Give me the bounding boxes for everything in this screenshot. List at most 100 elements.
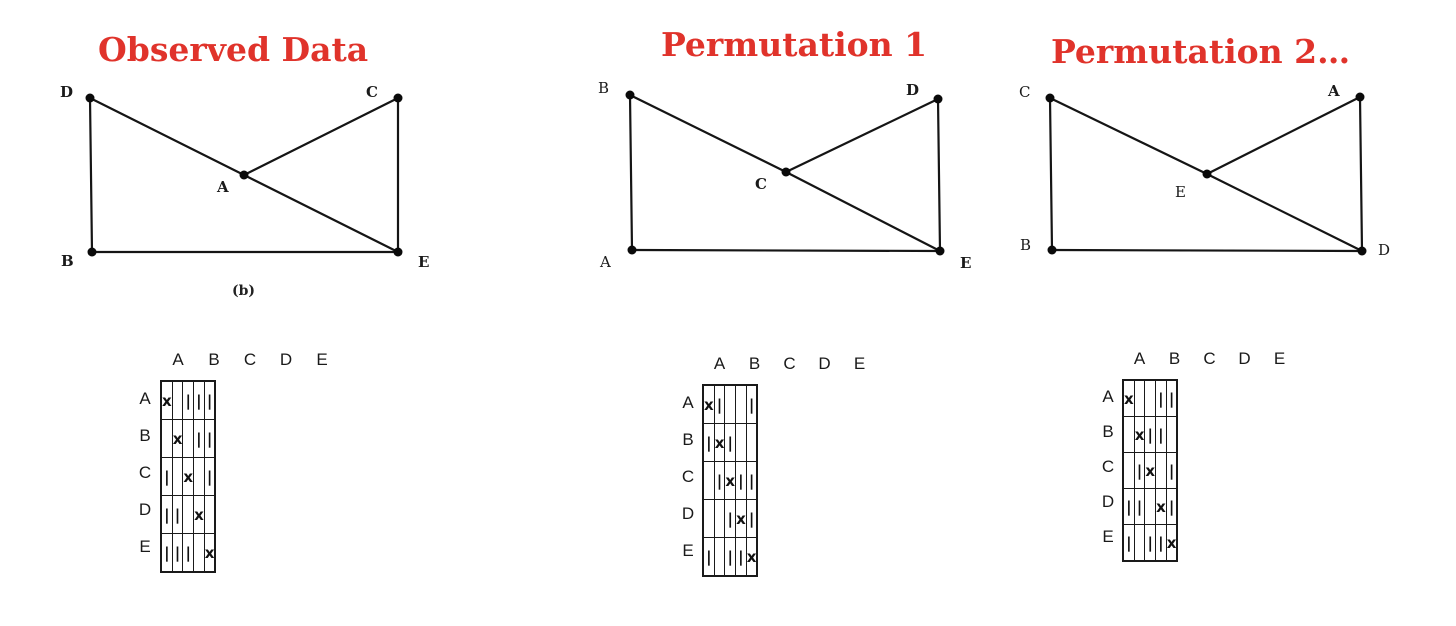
matrix-column-header: C <box>783 354 796 373</box>
matrix-cell <box>735 423 747 462</box>
matrix-row-header: D <box>681 503 695 523</box>
matrix-row-header: C <box>681 466 695 486</box>
matrix-cell <box>1133 379 1146 417</box>
matrix-cell <box>1155 452 1167 489</box>
edge-c-e <box>784 170 942 253</box>
matrix-cell: | <box>1165 379 1178 417</box>
title-permutation-2: Permutation 2… <box>1051 32 1351 71</box>
matrix-cell: x <box>1165 524 1178 562</box>
node-e <box>393 247 403 257</box>
matrix-row: |x| <box>1122 452 1178 489</box>
matrix-cell <box>1165 416 1178 453</box>
matrix-row-header: C <box>138 462 152 482</box>
matrix-cell: | <box>203 380 216 420</box>
matrix-cell: x <box>713 423 726 462</box>
edge-d-b <box>88 96 94 254</box>
matrix-cell: | <box>713 461 726 500</box>
matrix-cell: | <box>203 457 216 496</box>
edge-b-c <box>628 93 788 174</box>
matrix-row-header: A <box>139 388 151 408</box>
edge-b-a <box>628 93 634 252</box>
matrix-cell: | <box>1133 452 1146 489</box>
matrix-cell: | <box>1155 416 1167 453</box>
matrix-cell <box>735 384 747 424</box>
matrix-cell: | <box>735 537 747 577</box>
node-label-e: E <box>418 253 429 271</box>
matrix-row-header: B <box>682 429 694 449</box>
matrix-row: ||x| <box>1122 488 1178 525</box>
matrix-cell <box>713 499 726 538</box>
matrix-cell: | <box>1122 488 1135 525</box>
matrix-cell: x <box>735 499 747 538</box>
matrix-cell: | <box>1144 524 1157 562</box>
edge-c-e <box>1048 96 1209 176</box>
matrix-cell <box>171 457 184 496</box>
matrix-row-header: A <box>682 392 694 412</box>
matrix-cell: x <box>1122 379 1135 417</box>
matrix-cell: x <box>160 380 173 420</box>
matrix-cell: | <box>1144 416 1157 453</box>
matrix-column-header: B <box>748 354 761 373</box>
matrix-row-header: A <box>1102 386 1114 406</box>
matrix-cell: | <box>1133 488 1146 525</box>
matrix-cell: x <box>745 537 758 577</box>
matrix-row: ||x <box>160 495 216 534</box>
matrix-cell <box>713 537 726 577</box>
graph-observed-data: D C A B E <box>60 83 429 271</box>
matrix-row-header: C <box>1101 456 1115 476</box>
matrix-row: |||x <box>1122 524 1178 562</box>
matrix-cell: | <box>1165 452 1178 489</box>
matrix-cell <box>724 384 737 424</box>
matrix-cell: | <box>203 419 216 458</box>
matrix-cell <box>1144 488 1157 525</box>
edge-c-d <box>784 97 940 174</box>
matrix-cell: | <box>1155 379 1167 417</box>
matrix-cell <box>702 461 715 500</box>
matrix-grid: x|||x||x|||x||||x <box>702 384 759 577</box>
matrix-cell: | <box>724 423 737 462</box>
matrix-cell: | <box>1122 524 1135 562</box>
matrix-cell: | <box>182 380 195 420</box>
node-label-b: B <box>1020 236 1031 254</box>
matrix-cell: x <box>1144 452 1157 489</box>
matrix-cell <box>182 419 195 458</box>
matrix-cell: | <box>702 423 715 462</box>
matrix-cell <box>1122 416 1135 453</box>
matrix-cell <box>1144 379 1157 417</box>
matrix-row-header: E <box>682 540 694 560</box>
edge-c-b <box>1048 96 1054 252</box>
matrix-cell <box>745 423 758 462</box>
node-label-c: C <box>1019 83 1030 101</box>
matrix-cell <box>193 457 205 496</box>
graph-permutation-2: C A E B D <box>1019 82 1390 259</box>
matrix-column-header: A <box>1133 349 1146 368</box>
edge-a-e <box>242 173 400 254</box>
node-d <box>933 94 943 104</box>
matrix-row-header: E <box>1102 526 1114 546</box>
matrix-cell: x <box>724 461 737 500</box>
node-label-b: B <box>61 252 74 270</box>
matrix-cell: x <box>182 457 195 496</box>
matrix-row: |x| <box>160 457 216 496</box>
matrix-cell: | <box>193 419 205 458</box>
node-c <box>781 167 791 177</box>
matrix-cell: | <box>1165 488 1178 525</box>
node-label-d: D <box>1378 241 1390 259</box>
node-b <box>87 247 97 257</box>
matrix-cell: | <box>171 495 184 534</box>
matrix-row: x || <box>1122 379 1178 417</box>
matrix-cell <box>171 380 184 420</box>
matrix-cell <box>702 499 715 538</box>
matrix-column-header: D <box>818 354 831 373</box>
node-label-a: A <box>1327 82 1340 100</box>
node-label-c: C <box>755 175 767 193</box>
matrix-column-header: B <box>1168 349 1181 368</box>
matrix-row: |||x <box>160 533 216 573</box>
matrix-cell <box>203 495 216 534</box>
matrix-column-header: E <box>853 354 866 373</box>
matrix-cell: x <box>1155 488 1167 525</box>
node-c <box>1045 93 1055 103</box>
matrix-cell: | <box>171 533 184 573</box>
matrix-row: x||| <box>160 380 216 420</box>
matrix-grid: x||x|||x|||x||||x <box>1122 379 1179 562</box>
